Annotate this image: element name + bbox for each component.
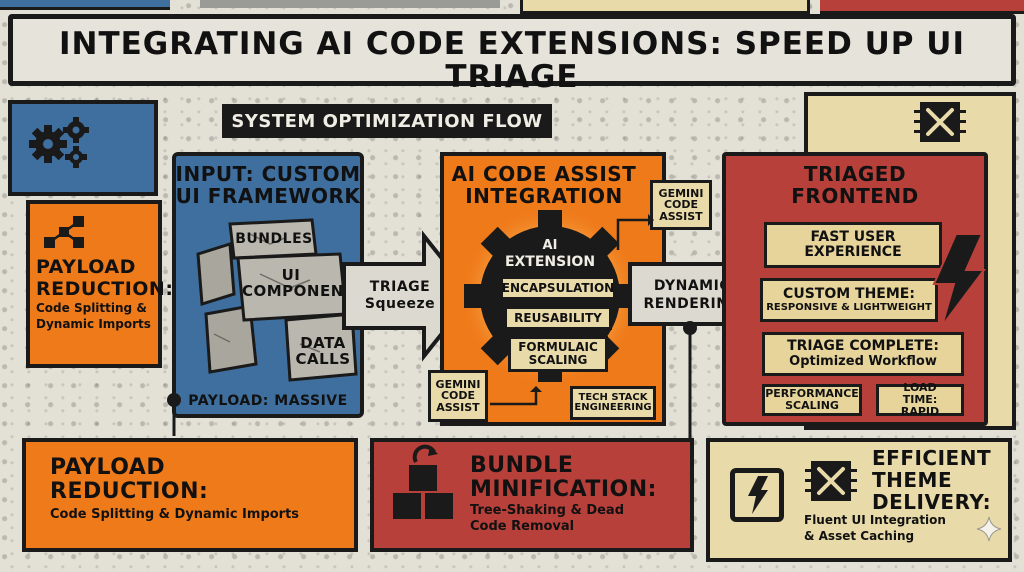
bottom-left-title-2: REDUCTION: <box>50 479 209 504</box>
block-ui-components: UI COMPONENTS <box>242 266 366 300</box>
bottom-right-title-3: DELIVERY: <box>872 490 992 514</box>
triage-complete-title: TRIAGE COMPLETE: <box>787 338 939 355</box>
bottom-right-sub-1: Fluent UI Integration <box>804 513 946 527</box>
left-callout-sub-2: Dynamic Imports <box>36 317 151 331</box>
output-item-fast-ux-text: FAST USER EXPERIENCE <box>804 228 902 260</box>
left-callout-panel <box>26 200 162 368</box>
bottom-right-sub-2: & Asset Caching <box>804 529 915 543</box>
chip-tools-icon-small <box>805 461 857 501</box>
left-callout-title-2: REDUCTION: <box>36 278 174 300</box>
connector-tech-stack <box>490 386 542 406</box>
flow-label-box <box>222 104 552 138</box>
triage-arrow-label-2: Squeeze <box>364 296 436 312</box>
triage-arrow-label-1: TRIAGE <box>369 279 431 295</box>
custom-theme-title: CUSTOM THEME: <box>783 285 915 302</box>
bottom-left-sub: Code Splitting & Dynamic Imports <box>50 507 300 522</box>
gemini-tag-bottom: GEMINI CODE ASSIST <box>428 370 488 422</box>
top-strip-gray <box>200 0 500 8</box>
custom-theme-sub: RESPONSIVE & LIGHTWEIGHT <box>766 302 932 314</box>
left-callout-sub-1: Code Splitting & <box>36 301 147 315</box>
output-item-load-time: LOAD TIME: RAPID <box>876 380 964 419</box>
bottom-mid-sub-1: Tree-Shaking & Dead <box>470 503 625 518</box>
dynamic-arrow-label-1: DYNAMIC <box>653 278 731 294</box>
input-panel-title-2: UI FRAMEWORK <box>175 184 361 208</box>
load-time-text: LOAD TIME: RAPID <box>900 380 940 419</box>
bottom-left-title-1: PAYLOAD <box>50 455 166 480</box>
triage-complete-sub: Optimized Workflow <box>789 353 937 369</box>
network-nodes-icon <box>44 216 84 248</box>
gear-item-formulaic-scaling: FORMULAIC SCALING <box>508 336 608 372</box>
block-data-calls: DATA CALLS <box>295 334 351 368</box>
gear-title-1: AI <box>542 238 558 253</box>
gear-item-encapsulation: ENCAPSULATION <box>500 276 616 300</box>
left-callout-title-1: PAYLOAD <box>36 256 136 278</box>
input-panel-footer: PAYLOAD: MASSIVE <box>188 393 348 409</box>
bottom-mid-sub-2: Code Removal <box>470 519 575 534</box>
output-item-custom-theme: CUSTOM THEME: RESPONSIVE & LIGHTWEIGHT <box>760 278 938 322</box>
block-bundles: BUNDLES <box>235 231 313 247</box>
bottom-left-panel <box>22 438 358 552</box>
bottom-right-title-1: EFFICIENT <box>872 446 992 470</box>
chip-tools-icon <box>914 102 966 142</box>
cubes-icon <box>391 463 455 521</box>
performance-text: PERFORMANCE SCALING <box>765 386 859 412</box>
output-panel-title-2: FRONTEND <box>791 184 919 208</box>
bottom-mid-title-1: BUNDLE <box>470 453 574 478</box>
connector-dynamic-down <box>683 321 697 438</box>
bottom-mid-title-2: MINIFICATION: <box>470 477 657 502</box>
gear-title-2: EXTENSION <box>504 254 596 270</box>
connector-input-down <box>167 393 181 436</box>
bottom-right-title-2: THEME <box>872 468 953 492</box>
lightning-small-icon <box>748 476 768 514</box>
dynamic-arrow-label-2: RENDERING <box>643 296 741 312</box>
ai-panel-title-1: AI CODE ASSIST <box>451 162 637 186</box>
top-strip-red <box>820 0 1024 14</box>
output-item-triage-complete: TRIAGE COMPLETE: Optimized Workflow <box>762 332 964 376</box>
input-panel-title-1: INPUT: CUSTOM <box>175 162 361 186</box>
page-title: INTEGRATING AI CODE EXTENSIONS: SPEED UP… <box>58 26 966 95</box>
gear-item-reusability: REUSABILITY <box>504 306 612 330</box>
sparkle-icon <box>976 516 1002 542</box>
ai-panel-title-2: INTEGRATION <box>465 184 623 208</box>
top-strip-blue <box>0 0 170 10</box>
stone-blocks-graphic <box>196 218 358 382</box>
flow-label: SYSTEM OPTIMIZATION FLOW <box>231 111 543 132</box>
lightning-bolt-icon <box>932 233 986 327</box>
top-strip-cream <box>520 0 810 14</box>
output-panel-title-1: TRIAGED <box>803 162 907 186</box>
output-item-fast-ux: FAST USER EXPERIENCE <box>764 222 942 268</box>
title-banner <box>8 14 1016 86</box>
refresh-arrow-icon <box>412 444 438 463</box>
connector-gemini-top <box>616 214 654 250</box>
output-item-performance: PERFORMANCE SCALING <box>762 384 862 416</box>
gemini-tag-top: GEMINI CODE ASSIST <box>650 180 712 230</box>
gear-cluster-icon <box>29 117 89 168</box>
tech-stack-tag: TECH STACK ENGINEERING <box>570 386 656 420</box>
